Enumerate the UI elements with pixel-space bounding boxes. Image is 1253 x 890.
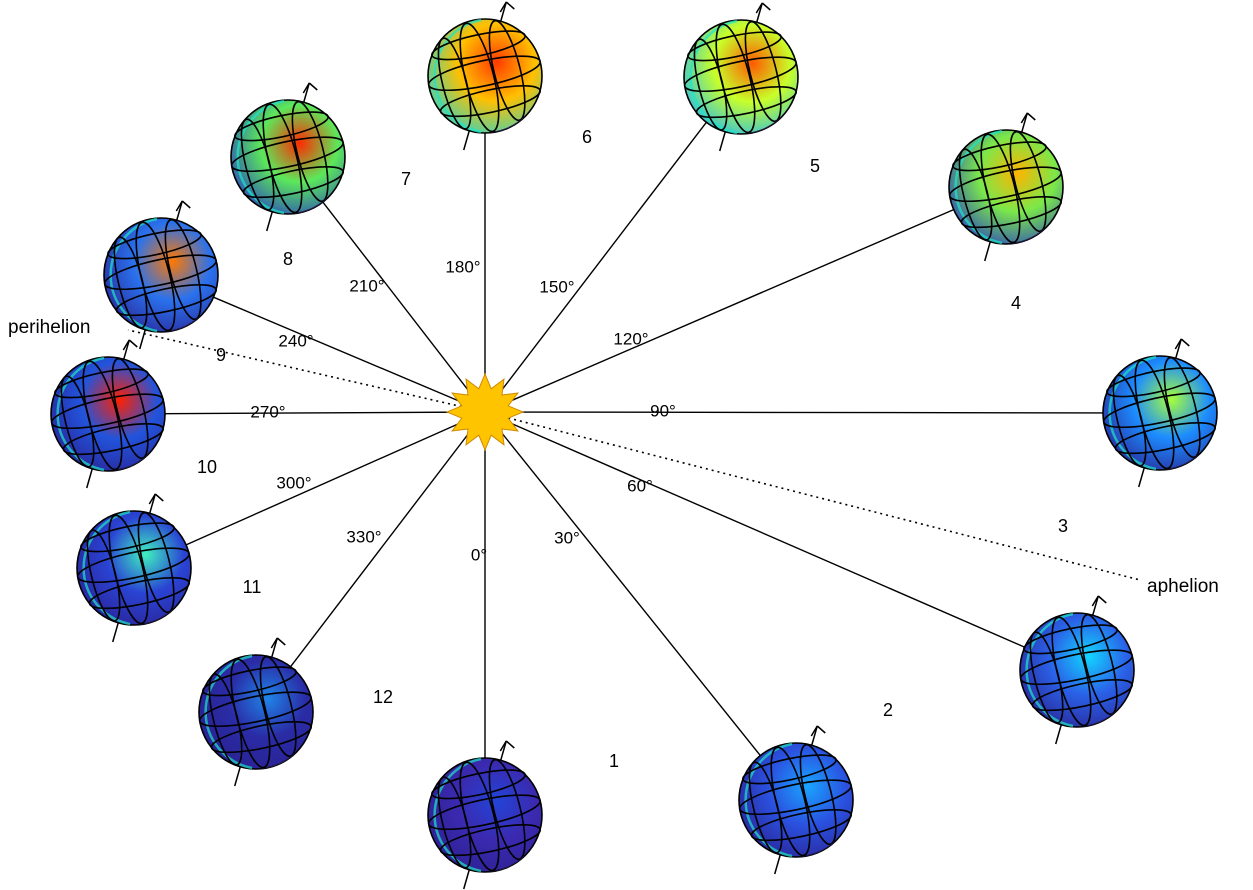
angle-labels: 0° 30° 60° 90° 120° 150° 180° 210° 240° 270° 300° 3… xyxy=(250,257,675,564)
radial-line xyxy=(164,411,486,415)
angle-label: 270° xyxy=(250,402,285,421)
planets xyxy=(50,1,1218,890)
planet-globe xyxy=(427,1,543,151)
angle-label: 90° xyxy=(650,401,676,420)
angle-label: 30° xyxy=(554,528,580,547)
planet-globe xyxy=(738,725,854,875)
radial-lines xyxy=(164,121,1104,758)
angle-label: 0° xyxy=(471,545,487,564)
planet-globe xyxy=(1102,338,1218,488)
period-label: 4 xyxy=(1011,293,1021,313)
perihelion-label: perihelion xyxy=(8,317,90,338)
period-label: 3 xyxy=(1058,516,1068,536)
period-label: 6 xyxy=(582,127,592,147)
angle-label: 150° xyxy=(539,277,574,296)
period-label: 1 xyxy=(609,751,619,771)
period-label: 9 xyxy=(216,345,226,365)
planet-globe xyxy=(103,200,219,350)
radial-line xyxy=(484,411,1026,648)
radial-line xyxy=(290,411,486,668)
period-label: 7 xyxy=(401,169,411,189)
period-label: 10 xyxy=(197,457,217,477)
angle-label: 300° xyxy=(276,473,311,492)
aphelion-label: aphelion xyxy=(1147,576,1219,597)
angle-label: 60° xyxy=(627,476,653,495)
angle-label: 120° xyxy=(613,329,648,348)
planet-globe xyxy=(198,637,314,787)
radial-line xyxy=(213,296,486,413)
angle-label: 240° xyxy=(278,331,313,350)
radial-line xyxy=(484,411,761,756)
planet-globe xyxy=(948,112,1064,262)
planet-globe xyxy=(1019,595,1135,745)
period-label: 2 xyxy=(883,700,893,720)
perihelion-line xyxy=(127,329,486,413)
angle-label: 180° xyxy=(445,257,480,276)
planet-globe xyxy=(76,493,192,643)
period-label: 12 xyxy=(373,687,393,707)
radial-line xyxy=(185,411,486,546)
radial-line xyxy=(322,201,486,413)
period-label: 11 xyxy=(243,577,262,597)
period-label: 5 xyxy=(810,156,820,176)
angle-label: 330° xyxy=(346,527,381,546)
radial-line xyxy=(484,411,1104,414)
radial-line xyxy=(484,208,954,413)
planet-globe xyxy=(50,339,166,489)
period-label: 8 xyxy=(283,249,293,269)
planet-globe xyxy=(683,2,799,152)
planet-globe xyxy=(230,82,346,232)
sun-icon xyxy=(445,372,525,452)
planet-globe xyxy=(427,740,543,890)
apsides-lines xyxy=(127,329,1141,581)
angle-label: 210° xyxy=(349,276,384,295)
radial-line xyxy=(484,121,707,413)
